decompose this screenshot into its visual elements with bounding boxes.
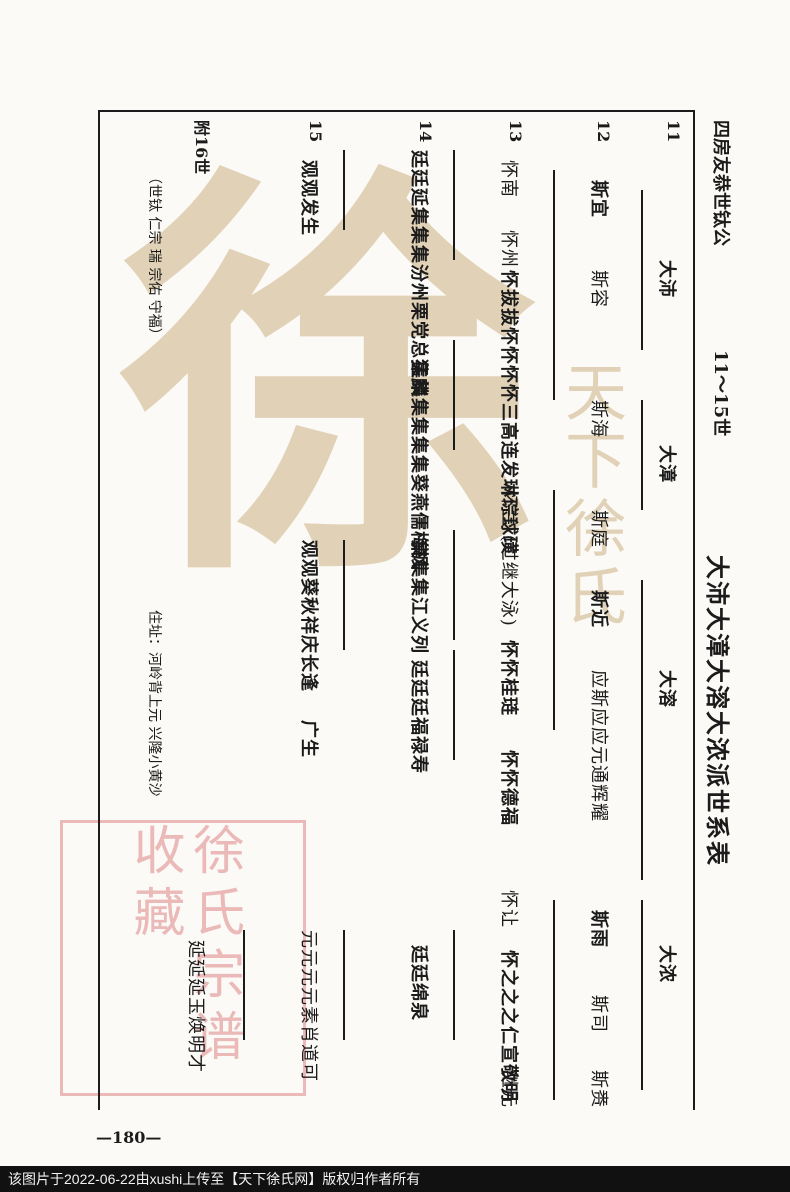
gen12-name: 斯雨 [588, 910, 609, 948]
table-title: 大沛大漳大溶大浓派世系表 [703, 555, 732, 867]
branch-line [641, 580, 643, 880]
row-label-11: 11 [664, 120, 683, 143]
gen14-name: 集集集江义列 [408, 540, 429, 654]
gen15-name: 广生 [298, 720, 319, 758]
gen13-name: 怀让 [498, 890, 519, 928]
gen11-name: 大沛 [656, 260, 677, 298]
ancestor-note: （世钛 仁宗 瑞 宗佑 守福） [146, 170, 162, 342]
gen13-name: 怀怀德福 [498, 750, 519, 826]
branch-line [553, 490, 555, 590]
page-number: —180— [96, 1128, 162, 1147]
gen13-name: 继元 [498, 1070, 519, 1108]
branch-line [343, 150, 345, 230]
bottom-border [98, 110, 100, 1110]
gen13-name: 怀州 [498, 230, 519, 268]
row-label-13: 13 [506, 120, 525, 143]
upload-footer: 该图片于2022-06-22由xushi上传至【天下徐氏网】版权归作者所有 [0, 1166, 790, 1192]
genealogy-table: 四房友恭世钛公 11～15世 大沛大漳大溶大浓派世系表 11 12 13 14 … [95, 110, 745, 1110]
gen14-name: 集集集集集集葵燕儒梅枫 [408, 360, 429, 569]
branch-line [553, 900, 555, 1100]
branch-line [343, 930, 345, 1040]
gen12-name: 斯司 [588, 995, 609, 1033]
gen16-name: 延延延玉焕明才 [185, 940, 206, 1073]
branch-line [453, 340, 455, 450]
gen13-name: 怀兰 (过继大泳) [498, 490, 519, 627]
branch-line [641, 190, 643, 350]
gen15-name: 观观发生 [298, 160, 319, 236]
row-label-14: 14 [416, 120, 435, 143]
branch-line [343, 540, 345, 650]
row-label-15: 15 [306, 120, 325, 143]
gen14-name: 廷廷绵泉 [408, 945, 429, 1021]
branch-line [641, 900, 643, 1090]
address-note: 住址：河岭背上元 兴隆小黄沙 [146, 610, 162, 797]
gen12-name: 斯近 [588, 590, 609, 628]
gen13-name: 怀南 [498, 160, 519, 198]
gen11-name: 大浓 [656, 945, 677, 983]
gen12-name: 斯宜 [588, 180, 609, 218]
branch-line [453, 530, 455, 640]
row-label-16: 附16世 [192, 120, 211, 175]
gen12-name: 斯海 [588, 400, 609, 438]
generation-range: 11～15世 [710, 350, 731, 437]
branch-line [453, 930, 455, 1040]
gen15-name: 观观葵秋祥庆长逢 [298, 540, 319, 692]
branch-line [453, 150, 455, 260]
gen15-name: 元元元元素肖道可 [298, 930, 319, 1082]
row-label-12: 12 [594, 120, 613, 143]
gen13-name: 怀怀桂琏 [498, 640, 519, 716]
branch-line [553, 590, 555, 730]
gen12-name: 斯赉 [588, 1070, 609, 1108]
gen11-name: 大漳 [656, 445, 677, 483]
branch-line [453, 650, 455, 760]
top-border [693, 110, 695, 1110]
left-border [98, 110, 695, 112]
branch-line [243, 930, 245, 1040]
gen12-name: 斯庭 [588, 510, 609, 548]
gen12-name: 斯容 [588, 270, 609, 308]
table-subtitle: 四房友恭世钛公 [710, 120, 731, 246]
gen11-name: 大溶 [656, 670, 677, 708]
gen12-name: 应斯应应元通辉耀 [588, 670, 609, 822]
gen14-name: 廷廷廷福禄寿 [408, 660, 429, 774]
collection-seal: 徐氏宗谱收藏 [60, 820, 306, 1096]
branch-line [641, 400, 643, 510]
branch-line [553, 170, 555, 400]
